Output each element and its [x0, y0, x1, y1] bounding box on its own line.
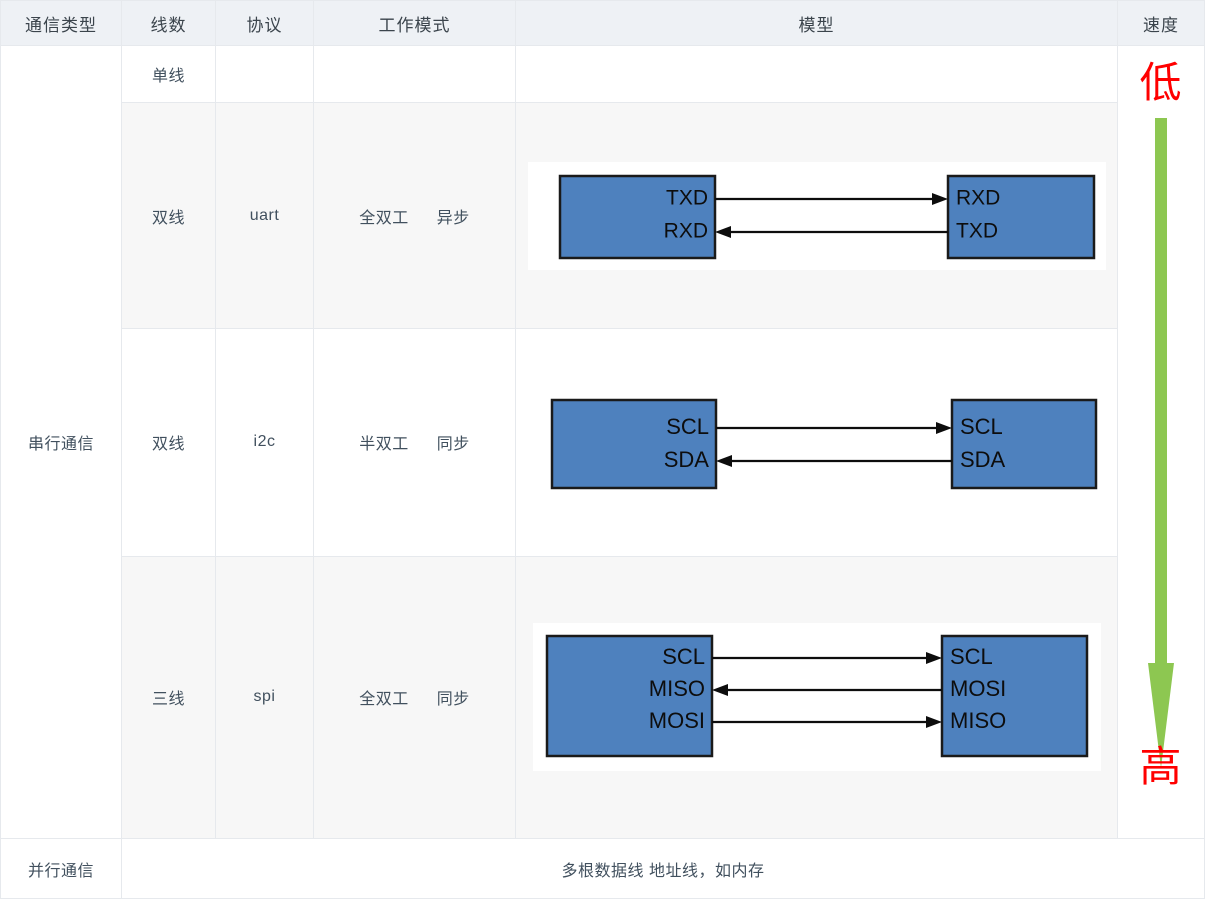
uart-link-0-arrowhead — [931, 192, 948, 205]
cell-protocol-1 — [215, 44, 314, 104]
speed-label-low: 低 — [1139, 58, 1182, 107]
diagram-holder-i2c: SCL SDA SCL SDA — [516, 329, 1117, 555]
i2c-right-pin-1: SDA — [960, 447, 1006, 472]
i2c-left-pin-0: SCL — [666, 414, 709, 439]
uart-right-pin-0: RXD — [956, 186, 1000, 209]
spi-left-pin-2: MOSI — [648, 708, 704, 733]
header-wire-count: 线数 — [121, 0, 216, 46]
diagram-holder-uart: TXD RXD RXD TXD — [516, 103, 1117, 328]
header-work-mode: 工作模式 — [313, 0, 516, 46]
cell-mode-3: 半双工 同步 — [313, 328, 516, 557]
uart-right-pin-1: TXD — [956, 219, 998, 242]
cell-wires-4: 三线 — [121, 555, 216, 840]
spi-left-device — [545, 635, 713, 758]
header-protocol: 协议 — [215, 0, 314, 46]
cell-model-uart: TXD RXD RXD TXD — [515, 102, 1118, 330]
cell-wires-3: 双线 — [121, 328, 216, 557]
cell-wires-1: 单线 — [121, 44, 216, 104]
mode-duplex-4: 全双工 — [359, 691, 409, 709]
uart-link-1-arrowhead — [714, 225, 731, 238]
mode-sync-4: 同步 — [436, 691, 470, 709]
cell-parallel-note: 多根数据线 地址线，如内存 — [121, 838, 1205, 899]
mode-duplex-3: 半双工 — [359, 436, 409, 454]
i2c-link-1-arrowhead — [715, 455, 732, 468]
diagram-holder-spi: SCL MISO MOSI SCL MOSI MISO — [516, 557, 1117, 838]
table-row-single-wire: 串行通信 单线 低 高 — [0, 44, 1205, 839]
cell-protocol-2: uart — [215, 102, 314, 330]
cell-mode-1 — [313, 44, 516, 104]
speed-label-high: 高 — [1139, 742, 1182, 791]
mode-sync-2: 异步 — [436, 209, 470, 227]
speed-arrow-icon — [1147, 118, 1174, 768]
cell-wires-2: 双线 — [121, 102, 216, 330]
header-speed: 速度 — [1117, 0, 1205, 46]
cell-parallel-communication: 并行通信 — [0, 838, 122, 899]
cell-speed-gradient: 低 高 — [1117, 45, 1205, 839]
uart-left-device — [558, 174, 716, 259]
header-comm-type: 通信类型 — [0, 0, 122, 46]
mode-sync-3: 同步 — [436, 436, 470, 454]
i2c-right-device — [950, 399, 1097, 490]
spi-link-2-arrowhead — [925, 716, 942, 729]
spi-left-pin-1: MISO — [648, 676, 704, 701]
spi-right-pin-1: MOSI — [950, 676, 1006, 701]
cell-serial-communication: 串行通信 — [0, 45, 122, 839]
i2c-link-0-arrowhead — [935, 422, 952, 435]
spi-right-device — [940, 635, 1088, 758]
cell-protocol-4: spi — [215, 555, 314, 840]
spi-diagram: SCL MISO MOSI SCL MOSI MISO — [532, 623, 1101, 772]
spi-left-pin-0: SCL — [662, 644, 705, 669]
spi-link-0-arrowhead — [925, 652, 942, 665]
table-header: 通信类型 线数 协议 工作模式 模型 速度 — [0, 0, 1205, 46]
cell-mode-2: 全双工 异步 — [313, 102, 516, 330]
uart-left-pin-1: RXD — [663, 219, 707, 242]
spi-right-pin-0: SCL — [950, 644, 993, 669]
table-row-parallel: 并行通信 多根数据线 地址线，如内存 — [0, 838, 1205, 899]
cell-mode-4: 全双工 同步 — [313, 555, 516, 840]
uart-diagram: TXD RXD RXD TXD — [527, 161, 1106, 270]
i2c-right-pin-0: SCL — [960, 414, 1003, 439]
table-body: 串行通信 单线 低 高 双线 uart 全双工 — [0, 44, 1205, 899]
cell-protocol-3: i2c — [215, 328, 314, 557]
spi-right-pin-2: MISO — [950, 708, 1006, 733]
header-model: 模型 — [515, 0, 1118, 46]
cell-model-i2c: SCL SDA SCL SDA — [515, 328, 1118, 557]
speed-arrow-container: 低 高 — [1118, 46, 1203, 838]
cell-model-spi: SCL MISO MOSI SCL MOSI MISO — [515, 555, 1118, 840]
uart-left-pin-0: TXD — [666, 186, 708, 209]
i2c-left-pin-1: SDA — [663, 447, 709, 472]
table-row-i2c: 双线 i2c 半双工 同步 SCL SDA SCL SD — [1, 328, 1205, 557]
i2c-diagram: SCL SDA SCL SDA — [527, 337, 1106, 548]
table-row-spi: 三线 spi 全双工 同步 SCL MISO MOSI — [1, 555, 1205, 840]
header-row: 通信类型 线数 协议 工作模式 模型 速度 — [0, 0, 1205, 46]
spi-link-1-arrowhead — [711, 684, 728, 697]
table-row-uart: 双线 uart 全双工 异步 TXD RXD — [1, 102, 1205, 330]
cell-model-1 — [515, 44, 1118, 104]
mode-duplex-2: 全双工 — [359, 209, 409, 227]
uart-right-device — [946, 174, 1095, 259]
i2c-left-device — [550, 399, 717, 490]
